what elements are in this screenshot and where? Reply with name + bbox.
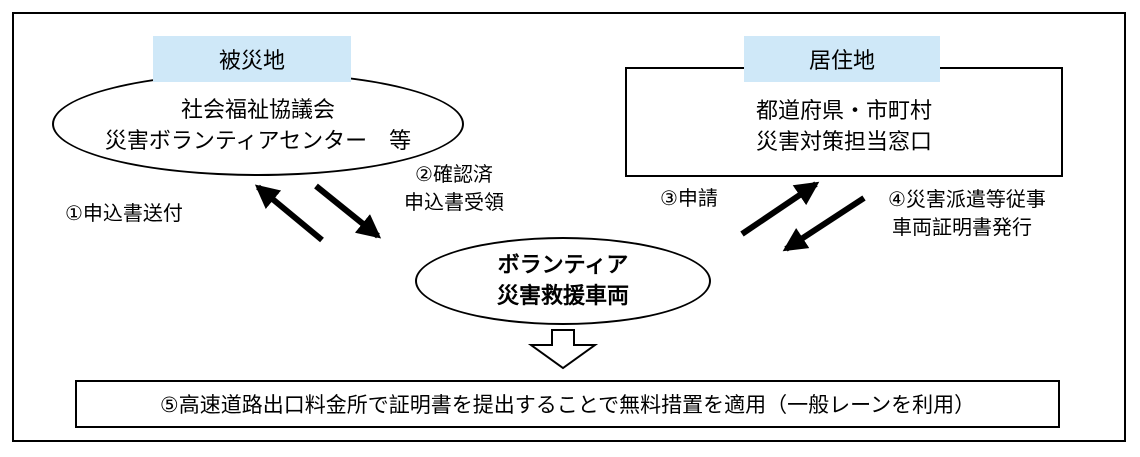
down-arrow-icon	[527, 329, 599, 370]
arrow-step2-icon	[314, 183, 382, 239]
arrow-step1-icon	[254, 184, 324, 243]
step2-label: ②確認済 申込書受領	[404, 160, 504, 216]
result-box: ⑤高速道路出口料金所で証明書を提出することで無料措置を適用（一般レーンを利用）	[75, 380, 1060, 428]
vehicle-label: ボランティア 災害救援車両	[415, 237, 711, 325]
residence-org-line2: 災害対策担当窓口	[755, 130, 932, 155]
step2-line1: ②確認済	[415, 162, 493, 186]
residence-box	[625, 67, 1063, 177]
vehicle-line1: ボランティア	[497, 253, 629, 278]
diagram-frame	[12, 12, 1126, 442]
disaster-area-organization: 社会福祉協議会 災害ボランティアセンター 等	[52, 82, 464, 170]
step3-label: ③申請	[660, 186, 718, 210]
residence-label: 居住地	[744, 36, 940, 82]
disaster-area-label: 被災地	[153, 36, 351, 82]
residence-org-line1: 都道府県・市町村	[755, 99, 932, 124]
disaster-area-org-line2: 災害ボランティアセンター 等	[104, 129, 412, 154]
disaster-area-org-line1: 社会福祉協議会	[180, 98, 335, 123]
arrow-step4-icon	[782, 195, 866, 252]
step4-line1: ④災害派遣等従事	[888, 187, 1046, 211]
residence-organization: 都道府県・市町村 災害対策担当窓口	[625, 84, 1063, 170]
step2-line2: 申込書受領	[404, 190, 504, 214]
result-text: ⑤高速道路出口料金所で証明書を提出することで無料措置を適用（一般レーンを利用）	[159, 393, 976, 417]
arrow-step3-icon	[740, 181, 820, 237]
step4-line2: 車両証明書発行	[892, 215, 1032, 239]
vehicle-ellipse	[415, 237, 711, 325]
step4-label: ④災害派遣等従事 車両証明書発行	[888, 185, 1046, 241]
step1-label: ①申込書送付	[65, 201, 183, 225]
vehicle-line2: 災害救援車両	[496, 284, 629, 309]
